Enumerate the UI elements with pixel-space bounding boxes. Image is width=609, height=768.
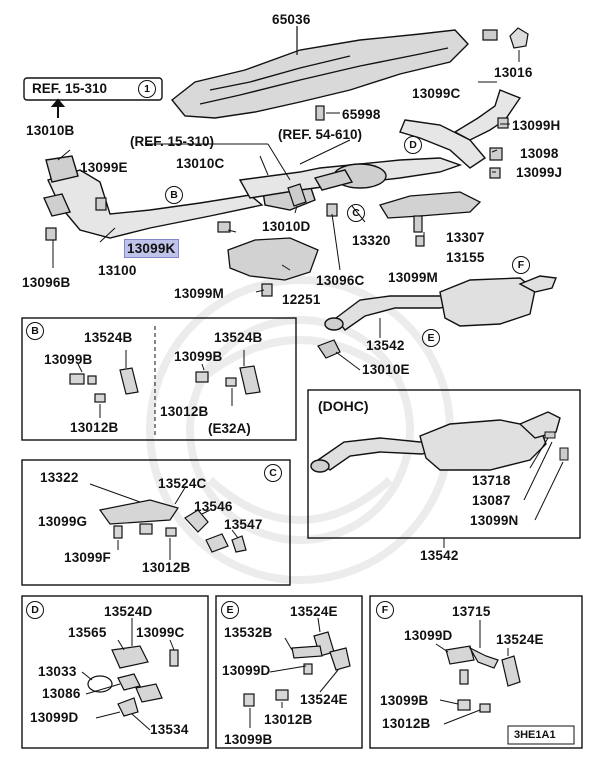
circle-b-main: B bbox=[165, 186, 183, 204]
part-13099c-d[interactable]: 13099C bbox=[136, 625, 185, 640]
circle-c-main: C bbox=[347, 204, 365, 222]
part-13086[interactable]: 13086 bbox=[42, 686, 81, 701]
part-13099b-b[interactable]: 13099B bbox=[174, 349, 223, 364]
part-13565[interactable]: 13565 bbox=[68, 625, 107, 640]
part-13016[interactable]: 13016 bbox=[494, 65, 533, 80]
part-13096b[interactable]: 13096B bbox=[22, 275, 71, 290]
part-13010c[interactable]: 13010C bbox=[176, 156, 225, 171]
ref-box bbox=[23, 77, 163, 101]
part-13099b-f[interactable]: 13099B bbox=[380, 693, 429, 708]
box-f bbox=[369, 595, 583, 749]
dohc-muffler bbox=[310, 411, 561, 473]
part-13033[interactable]: 13033 bbox=[38, 664, 77, 679]
ref-label-54-610[interactable]: (REF. 54-610) bbox=[278, 127, 363, 142]
part-13320[interactable]: 13320 bbox=[352, 233, 391, 248]
part-13099b-e[interactable]: 13099B bbox=[224, 732, 273, 747]
part-13524e-a[interactable]: 13524E bbox=[290, 604, 338, 619]
e32a-label: (E32A) bbox=[208, 421, 251, 436]
circle-d-main: D bbox=[404, 136, 422, 154]
part-13524d[interactable]: 13524D bbox=[104, 604, 153, 619]
part-13534[interactable]: 13534 bbox=[150, 722, 189, 737]
diagram-code: 3HE1A1 bbox=[514, 729, 556, 741]
part-12251[interactable]: 12251 bbox=[282, 292, 321, 307]
part-13012b-a[interactable]: 13012B bbox=[70, 420, 119, 435]
watermark-emblem bbox=[146, 276, 454, 584]
part-13099e[interactable]: 13099E bbox=[80, 160, 128, 175]
heat-shield-12251 bbox=[227, 237, 319, 281]
part-13099d-f[interactable]: 13099D bbox=[404, 628, 453, 643]
circle-d-box: D bbox=[26, 601, 44, 619]
circle-e-main: E bbox=[422, 329, 440, 347]
part-13099d-d[interactable]: 13099D bbox=[30, 710, 79, 725]
part-13099m-right[interactable]: 13099M bbox=[388, 270, 438, 285]
circle-f-main: F bbox=[512, 256, 530, 274]
part-13099c-top[interactable]: 13099C bbox=[412, 86, 461, 101]
part-13098[interactable]: 13098 bbox=[520, 146, 559, 161]
part-65036[interactable]: 65036 bbox=[272, 12, 311, 27]
part-13099b-a[interactable]: 13099B bbox=[44, 352, 93, 367]
part-13099h[interactable]: 13099H bbox=[512, 118, 561, 133]
part-13012b-e[interactable]: 13012B bbox=[264, 712, 313, 727]
part-13524b-b[interactable]: 13524B bbox=[214, 330, 263, 345]
circle-f-box: F bbox=[376, 601, 394, 619]
part-13099d-e[interactable]: 13099D bbox=[222, 663, 271, 678]
ref-label-15-310-top[interactable]: REF. 15-310 bbox=[32, 81, 108, 96]
box-b bbox=[21, 317, 297, 441]
part-13542-dohc[interactable]: 13542 bbox=[420, 548, 459, 563]
heat-shield-65036 bbox=[171, 29, 469, 119]
box-c bbox=[21, 459, 291, 586]
ref-circle-number: 1 bbox=[138, 80, 156, 98]
part-13322[interactable]: 13322 bbox=[40, 470, 79, 485]
part-13715[interactable]: 13715 bbox=[452, 604, 491, 619]
part-13099k-highlighted[interactable]: 13099K bbox=[124, 239, 179, 258]
part-13010e[interactable]: 13010E bbox=[362, 362, 410, 377]
box-d bbox=[21, 595, 209, 749]
part-13099f[interactable]: 13099F bbox=[64, 550, 111, 565]
part-65998[interactable]: 65998 bbox=[342, 107, 381, 122]
part-13718[interactable]: 13718 bbox=[472, 473, 511, 488]
dohc-title: (DOHC) bbox=[318, 398, 369, 414]
ref-label-15-310-mid[interactable]: (REF. 15-310) bbox=[130, 134, 215, 149]
heat-shield-13307 bbox=[379, 191, 482, 219]
part-13524e-b[interactable]: 13524E bbox=[300, 692, 348, 707]
part-13099m-left[interactable]: 13099M bbox=[174, 286, 224, 301]
part-13155[interactable]: 13155 bbox=[446, 250, 485, 265]
part-13087[interactable]: 13087 bbox=[472, 493, 511, 508]
part-13099n[interactable]: 13099N bbox=[470, 513, 519, 528]
rear-muffler bbox=[324, 275, 557, 331]
part-13012b-f[interactable]: 13012B bbox=[382, 716, 431, 731]
part-13100[interactable]: 13100 bbox=[98, 263, 137, 278]
circle-c-box: C bbox=[264, 464, 282, 482]
part-13096c[interactable]: 13096C bbox=[316, 273, 365, 288]
part-13010b[interactable]: 13010B bbox=[26, 123, 75, 138]
circle-e-box: E bbox=[221, 601, 239, 619]
part-13546[interactable]: 13546 bbox=[194, 499, 233, 514]
part-13012b-b[interactable]: 13012B bbox=[160, 404, 209, 419]
part-13307[interactable]: 13307 bbox=[446, 230, 485, 245]
part-13524c[interactable]: 13524C bbox=[158, 476, 207, 491]
part-13542-top[interactable]: 13542 bbox=[366, 338, 405, 353]
part-13547[interactable]: 13547 bbox=[224, 517, 263, 532]
part-13524e-f[interactable]: 13524E bbox=[496, 632, 544, 647]
bolts bbox=[45, 105, 509, 297]
part-13532b[interactable]: 13532B bbox=[224, 625, 273, 640]
part-13010d[interactable]: 13010D bbox=[262, 219, 311, 234]
part-13524b-a[interactable]: 13524B bbox=[84, 330, 133, 345]
circle-b-box: B bbox=[26, 322, 44, 340]
part-13099j[interactable]: 13099J bbox=[516, 165, 563, 180]
part-13012b-c[interactable]: 13012B bbox=[142, 560, 191, 575]
box-e bbox=[215, 595, 363, 749]
part-13099g[interactable]: 13099G bbox=[38, 514, 88, 529]
